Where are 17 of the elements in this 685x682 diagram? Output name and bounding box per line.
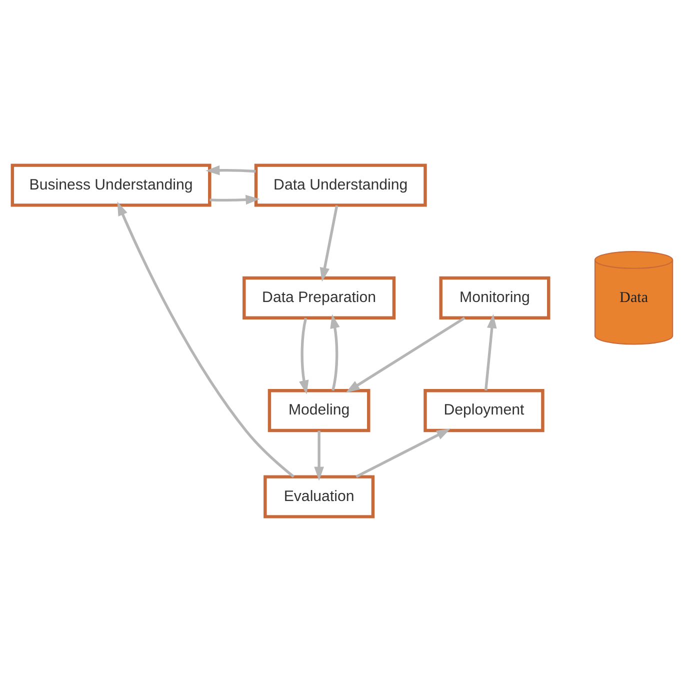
arrow (299, 318, 309, 394)
arrow (484, 314, 497, 391)
arrow (210, 194, 260, 205)
arrow (117, 202, 295, 478)
arrow (320, 205, 338, 282)
node-box: Modeling (268, 388, 370, 432)
arrow (314, 430, 324, 481)
arrow (330, 314, 340, 391)
node-box: Monitoring (439, 276, 550, 320)
arrow (206, 165, 256, 176)
node-box: Data Preparation (242, 276, 396, 320)
node-box: Business Understanding (10, 164, 212, 207)
arrow (356, 428, 451, 478)
node-box: Deployment (424, 388, 544, 432)
node-box: Evaluation (264, 475, 375, 518)
arrow (346, 316, 466, 393)
node-box: Data Understanding (254, 164, 427, 207)
